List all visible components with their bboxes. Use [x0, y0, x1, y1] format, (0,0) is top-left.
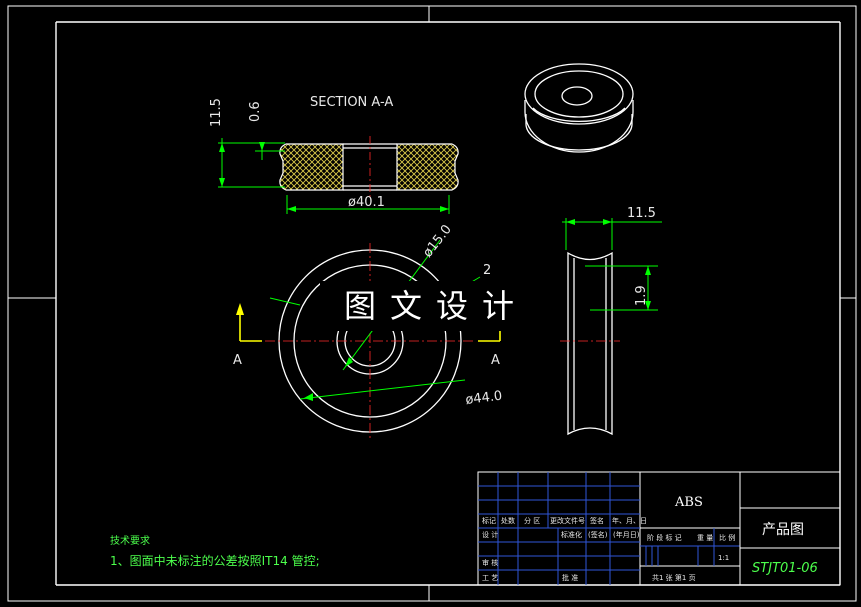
- dim-partial: 2: [483, 263, 491, 278]
- tb-date: 年、月、日: [612, 516, 647, 525]
- side-view: 11.5 1.9: [560, 206, 662, 436]
- tb-drawing-name: 产品图: [762, 522, 804, 538]
- technical-notes: 技术要求 1、图面中未标注的公差按照IT14 管控;: [110, 534, 320, 568]
- tb-zone: 分 区: [524, 516, 540, 525]
- dim-side-width: 11.5: [627, 206, 656, 221]
- tb-material: ABS: [674, 495, 703, 510]
- hatch-right: [396, 143, 459, 191]
- tb-signature: 签名: [590, 516, 604, 525]
- notes-line-1: 1、图面中未标注的公差按照IT14 管控;: [110, 553, 320, 568]
- tb-change-doc: 更改文件号: [550, 516, 585, 525]
- tb-drawing-code: STJT01-06: [752, 561, 818, 576]
- dim-side-groove: 1.9: [634, 285, 649, 306]
- tb-sheet-info: 共1 张 第1 页: [652, 573, 696, 582]
- front-view: A A ø15.0 ø44.0 2: [233, 222, 504, 440]
- notes-heading: 技术要求: [110, 534, 150, 547]
- dim-diameter: ø40.1: [348, 195, 385, 210]
- tb-count: 处数: [501, 516, 515, 525]
- tb-stage: 阶 段 标 记: [647, 533, 682, 542]
- section-mark-left: A: [233, 353, 242, 368]
- tb-design: 设 计: [482, 530, 498, 539]
- title-block: 标记 处数 分 区 更改文件号 签名 年、月、日 设 计 标准化 (签名) (年…: [477, 471, 841, 586]
- dim-height: 11.5: [209, 98, 224, 127]
- section-mark-right: A: [491, 353, 500, 368]
- tb-approve: 批 准: [562, 573, 578, 582]
- dim-inner-diameter: ø15.0: [420, 222, 455, 260]
- watermark-label: 图文设计: [320, 281, 552, 331]
- tb-process: 工 艺: [482, 574, 498, 582]
- isometric-view: [524, 63, 634, 153]
- hatch-left: [279, 143, 344, 191]
- tb-date-label: (年月日): [613, 530, 640, 539]
- tb-sign: (签名): [588, 530, 608, 539]
- tb-scale: 1:1: [718, 554, 729, 562]
- tb-standardize: 标准化: [561, 530, 582, 539]
- dim-groove-depth: 0.6: [248, 101, 263, 122]
- tb-weight: 重 量: [697, 534, 713, 542]
- section-view: SECTION A-A 11.5: [209, 95, 459, 214]
- section-title: SECTION A-A: [310, 95, 393, 110]
- dim-outer-diameter: ø44.0: [465, 389, 503, 408]
- tb-check: 审 核: [482, 558, 498, 567]
- tb-mark: 标记: [482, 516, 496, 525]
- tb-scale-label: 比 例: [719, 533, 735, 542]
